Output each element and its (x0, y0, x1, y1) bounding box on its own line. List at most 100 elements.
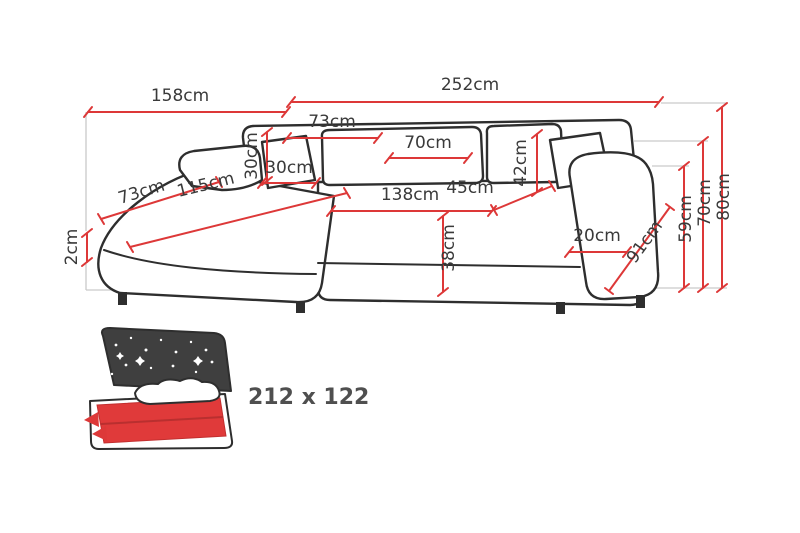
dim-tick (281, 106, 291, 118)
dim-tick (463, 152, 473, 164)
dim-tick (678, 283, 690, 293)
unfold-arrow-icon (92, 426, 107, 441)
dim-total-depth (604, 203, 675, 295)
dim-seat-width (326, 205, 497, 217)
dim-armrest-width (564, 246, 632, 258)
dim-tick (697, 283, 709, 293)
dim-tick (665, 203, 675, 211)
dim-tick (490, 204, 498, 216)
sofa-leg (296, 301, 305, 313)
dim-width-total (286, 96, 664, 108)
label-leg-height: 2cm (62, 229, 82, 266)
label-backrest-height: 70cm (695, 179, 715, 227)
dim-line (129, 192, 348, 248)
star-dot (171, 364, 175, 368)
star-sparkle (193, 356, 203, 366)
sofa-illustration (97, 118, 660, 314)
dim-leg-height (81, 228, 93, 267)
dim-width-left (83, 106, 291, 118)
star-dot (189, 340, 193, 344)
dim-tick (697, 136, 709, 146)
dim-tick (126, 241, 134, 253)
mattress-fold-line (100, 416, 224, 425)
dim-tick (437, 287, 449, 297)
star-dot (129, 336, 133, 340)
dim-tick (83, 106, 93, 118)
dim-armrest-height (678, 161, 690, 293)
label-seat-height: 38cm (439, 224, 459, 272)
dim-tick (384, 152, 394, 164)
dim-chaise-back-width (282, 132, 383, 144)
label-pillow-width: 30cm (265, 158, 313, 178)
dim-tick (716, 102, 728, 112)
dim-seat-depth (490, 180, 556, 216)
armrest-right (568, 151, 660, 301)
label-seat-width: 138cm (381, 185, 439, 205)
dim-tick (548, 180, 556, 192)
dim-tick (487, 205, 497, 217)
star-dot (124, 363, 128, 367)
back-cushion-middle (320, 125, 485, 187)
sleeping-area-label: 212 x 122 (248, 385, 369, 410)
star-dot (204, 348, 208, 352)
dim-tick (343, 187, 351, 199)
dim-line (608, 206, 671, 292)
dim-tick (97, 213, 105, 225)
label-chaise-back-height: 30cm (242, 132, 262, 180)
star-sparkle (116, 352, 124, 360)
label-back-cushion-height: 42cm (511, 139, 531, 187)
label-seat-depth: 45cm (446, 178, 494, 198)
dim-pillow-width (257, 177, 321, 189)
label-armrest-height: 59cm (676, 195, 696, 243)
label-width-total: 252cm (441, 75, 499, 95)
label-width-left: 158cm (151, 86, 209, 106)
star-dot (194, 370, 198, 374)
dim-tick (282, 132, 292, 144)
bed-headboard (100, 327, 232, 392)
sofa-leg (556, 302, 565, 314)
dim-line (493, 185, 553, 211)
star-dot (159, 338, 163, 342)
star-pattern (110, 336, 214, 376)
sleeper-function-icon (84, 327, 234, 450)
seat-front-seam (317, 262, 581, 268)
label-total-height: 80cm (714, 173, 734, 221)
dim-tick (326, 205, 336, 217)
dim-tick (437, 211, 449, 221)
dim-tick (716, 283, 728, 293)
dim-tick (261, 127, 273, 137)
dim-tick (654, 96, 664, 108)
label-chaise-back-width: 73cm (308, 112, 356, 132)
dim-total-height (716, 102, 728, 293)
dim-chaise-width (97, 176, 223, 225)
dim-tick (678, 161, 690, 171)
sofa-leg (636, 295, 645, 308)
dim-tick (622, 246, 632, 258)
star-sparkle (135, 356, 145, 366)
dim-tick (81, 228, 93, 238)
unfold-arrow-icon (84, 412, 99, 427)
dim-seat-cushion-width (384, 152, 473, 164)
label-seat-cushion-width: 70cm (404, 133, 452, 153)
star-dot (174, 350, 178, 354)
star-dot (144, 348, 148, 352)
star-dot (114, 343, 118, 347)
dim-seat-height (437, 211, 449, 297)
dim-tick (531, 129, 543, 139)
armrest-left (178, 144, 264, 192)
dim-line (100, 181, 220, 220)
dim-tick (81, 257, 93, 267)
dim-tick (286, 96, 296, 108)
star-dot (149, 366, 153, 370)
dim-tick (373, 132, 383, 144)
star-dot (110, 372, 114, 376)
dim-tick (604, 287, 614, 295)
sofa-leg (118, 292, 127, 305)
label-armrest-width: 20cm (573, 226, 621, 246)
dim-tick (257, 177, 267, 189)
chaise-front-seam (103, 249, 317, 275)
bed-blanket (134, 377, 221, 405)
dim-chaise-length (126, 187, 351, 253)
